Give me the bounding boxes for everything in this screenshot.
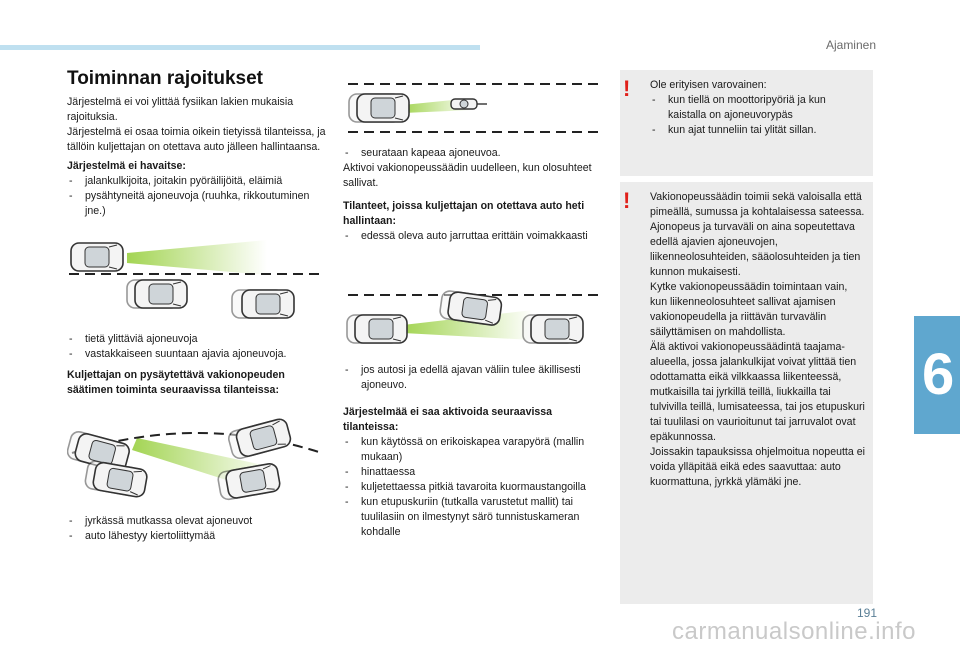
illustration-cut-in [346, 289, 598, 344]
list-item: vastakkaiseen suuntaan ajavia ajoneuvoja… [67, 347, 327, 362]
page-number: 191 [856, 606, 877, 620]
warning-exclamation-icon: ! [623, 76, 631, 101]
list-item: kun tiellä on moottoripyöriä ja kun kais… [650, 93, 865, 123]
car-icon [522, 314, 584, 344]
list-item: hinattaessa [343, 465, 603, 480]
list-item: seurataan kapeaa ajoneuvoa. [343, 146, 603, 161]
warning-note-operation: ! Vakionopeussäädin toimii sekä valoisal… [620, 182, 873, 604]
car-icon [348, 93, 410, 123]
cutin-list: jos autosi ja edellä ajavan väliin tulee… [343, 363, 603, 393]
section-title: Ajaminen [825, 38, 876, 52]
warning-exclamation-icon: ! [623, 188, 631, 213]
chapter-tab: 6 [914, 316, 960, 434]
header-bar [0, 45, 480, 50]
noactivate-list: kun käytössä on erikoiskapea varapyörä (… [343, 435, 603, 540]
car-icon [346, 314, 408, 344]
motorcycle-icon [450, 98, 487, 110]
page-title: Toiminnan rajoitukset [67, 68, 264, 89]
car-icon [241, 289, 295, 319]
intro-paragraph: Järjestelmä ei voi ylittää fysiikan laki… [67, 96, 294, 123]
list-item: jyrkässä mutkassa olevat ajoneuvot [67, 514, 327, 529]
note-paragraph: Kytke vakionopeussäädin toimintaan vain,… [650, 281, 848, 338]
warning-note-caution: ! Ole erityisen varovainen: kun tiellä o… [620, 70, 873, 176]
not-detect-list-2: tietä ylittäviä ajoneuvoja vastakkaiseen… [67, 332, 327, 362]
note-paragraph: Joissakin tapauksissa ohjelmoitua nopeut… [650, 446, 865, 488]
list-item: kun käytössä on erikoiskapea varapyörä (… [343, 435, 603, 465]
list-item: kun etupuskuriin (tutkalla varustetut ma… [343, 495, 603, 540]
car-icon [83, 459, 149, 499]
narrow-list: seurataan kapeaa ajoneuvoa. [343, 146, 603, 161]
reduced-list: jyrkässä mutkassa olevat ajoneuvot auto … [67, 514, 327, 544]
radar-beam [127, 240, 267, 275]
col1-text-2: tietä ylittäviä ajoneuvoja vastakkaiseen… [67, 332, 327, 398]
list-item: pysähtyneitä ajoneuvoja (ruuhka, rikkout… [67, 189, 327, 219]
list-item: jos autosi ja edellä ajavan väliin tulee… [343, 363, 603, 393]
watermark: carmanualsonline.info [672, 618, 916, 645]
not-detect-heading: Järjestelmä ei havaitse: [67, 160, 186, 172]
list-item: auto lähestyy kiertoliittymää [67, 529, 327, 544]
not-detect-list: jalankulkijoita, joitakin pyöräilijöitä,… [67, 174, 327, 219]
list-item: kuljetettaessa pitkiä tavaroita kuormaus… [343, 480, 603, 495]
intro-text: Järjestelmä ei voi ylittää fysiikan laki… [67, 95, 327, 219]
illustration-narrow-vehicle [348, 83, 598, 133]
chapter-number: 6 [922, 342, 955, 407]
illustration-curve [67, 416, 323, 502]
car-icon [134, 279, 188, 309]
noactivate-heading: Järjestelmää ei saa aktivoida seuraaviss… [343, 406, 553, 433]
list-item: tietä ylittäviä ajoneuvoja [67, 332, 327, 347]
note-list: kun tiellä on moottoripyöriä ja kun kais… [650, 93, 865, 138]
list-item: kun ajat tunneliin tai ylität sillan. [650, 123, 865, 138]
reduced-heading: Kuljettajan on pysäytettävä vakionopeude… [67, 369, 285, 396]
car-icon [70, 242, 124, 272]
note-paragraph: Älä aktivoi vakionopeussäädintä taajama-… [650, 341, 865, 443]
illustration-stopped-vehicles [69, 240, 325, 319]
col2-text-1: seurataan kapeaa ajoneuvoa. Aktivoi vaki… [343, 146, 603, 244]
list-item: edessä oleva auto jarruttaa erittäin voi… [343, 229, 603, 244]
col1-text-3: jyrkässä mutkassa olevat ajoneuvot auto … [67, 514, 327, 544]
note-lead: Ole erityisen varovainen: [650, 79, 767, 91]
col2-text-2: jos autosi ja edellä ajavan väliin tulee… [343, 363, 603, 540]
intro-paragraph: Järjestelmä ei osaa toimia oikein tietyi… [67, 126, 326, 153]
takeover-heading: Tilanteet, joissa kuljettajan on otettav… [343, 200, 585, 227]
reactivate-text: Aktivoi vakionopeussäädin uudelleen, kun… [343, 162, 592, 189]
car-icon [226, 416, 294, 461]
takeover-list: edessä oleva auto jarruttaa erittäin voi… [343, 229, 603, 244]
note-paragraph: Ajonopeus ja turvaväli on aina sopeutett… [650, 221, 861, 278]
list-item: jalankulkijoita, joitakin pyöräilijöitä,… [67, 174, 327, 189]
note-paragraph: Vakionopeussäädin toimii sekä valoisalla… [650, 191, 865, 218]
